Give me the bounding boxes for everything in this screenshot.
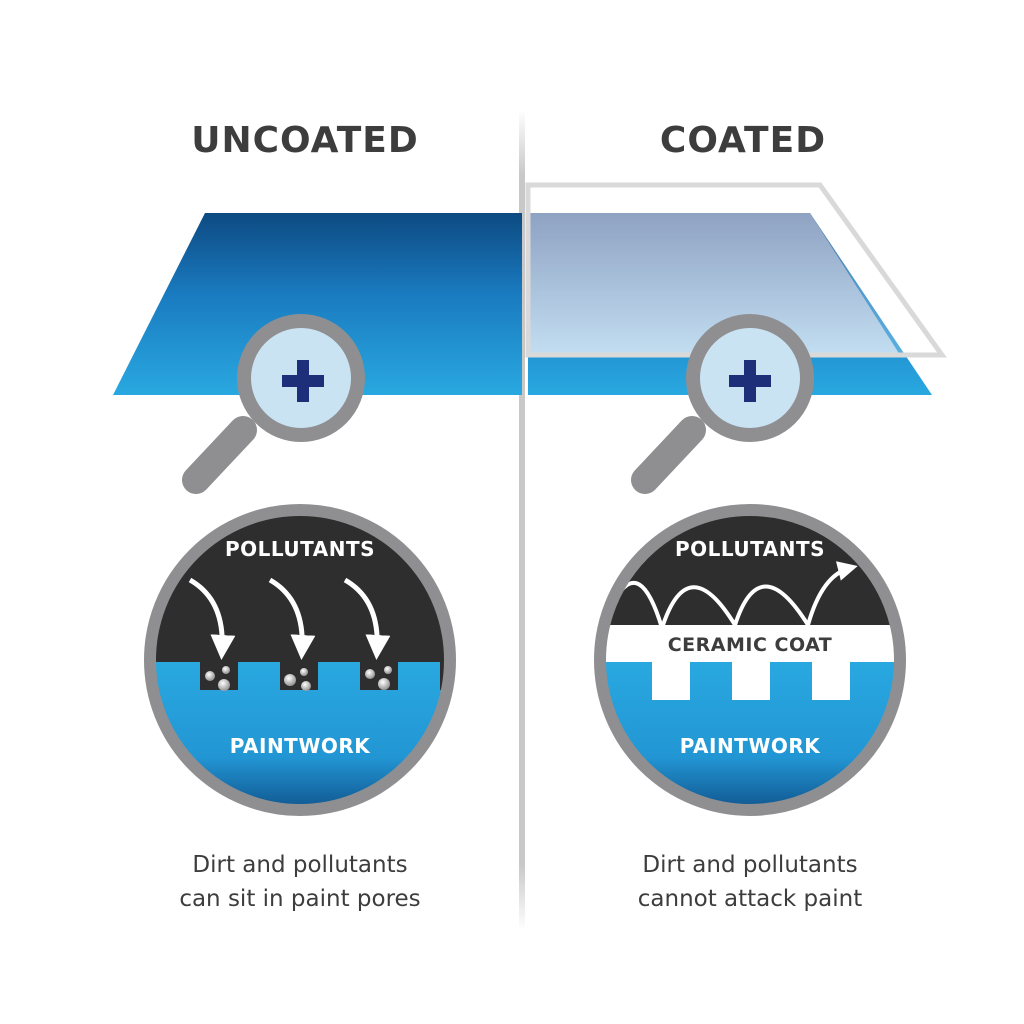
caption-uncoated: Dirt and pollutants can sit in paint por…: [90, 848, 510, 916]
pollutants-label: POLLUTANTS: [225, 537, 375, 561]
coated-panel: [528, 213, 932, 395]
ceramic-coat-label: CERAMIC COAT: [668, 634, 833, 656]
heading-uncoated: UNCOATED: [191, 120, 419, 161]
paintwork-label: PAINTWORK: [230, 734, 372, 758]
magnifier-plus-icon: [182, 314, 365, 494]
caption-line: can sit in paint pores: [179, 886, 421, 912]
coated-zoom-circle: POLLUTANTS CERAMIC COAT PAINTWORK: [594, 504, 906, 816]
ceramic-coat-layer: [525, 182, 947, 358]
caption-line: cannot attack paint: [637, 886, 863, 912]
uncoated-zoom-circle: POLLUTANTS PAINTWORK: [144, 504, 456, 816]
paintwork-label: PAINTWORK: [680, 734, 822, 758]
caption-coated: Dirt and pollutants cannot attack paint: [540, 848, 960, 916]
center-divider: [519, 110, 525, 930]
caption-line: Dirt and pollutants: [192, 852, 408, 878]
pollutants-label: POLLUTANTS: [675, 537, 825, 561]
heading-coated: COATED: [659, 120, 827, 161]
uncoated-panel: [113, 213, 522, 395]
caption-line: Dirt and pollutants: [642, 852, 858, 878]
magnifier-plus-icon: [631, 314, 814, 494]
